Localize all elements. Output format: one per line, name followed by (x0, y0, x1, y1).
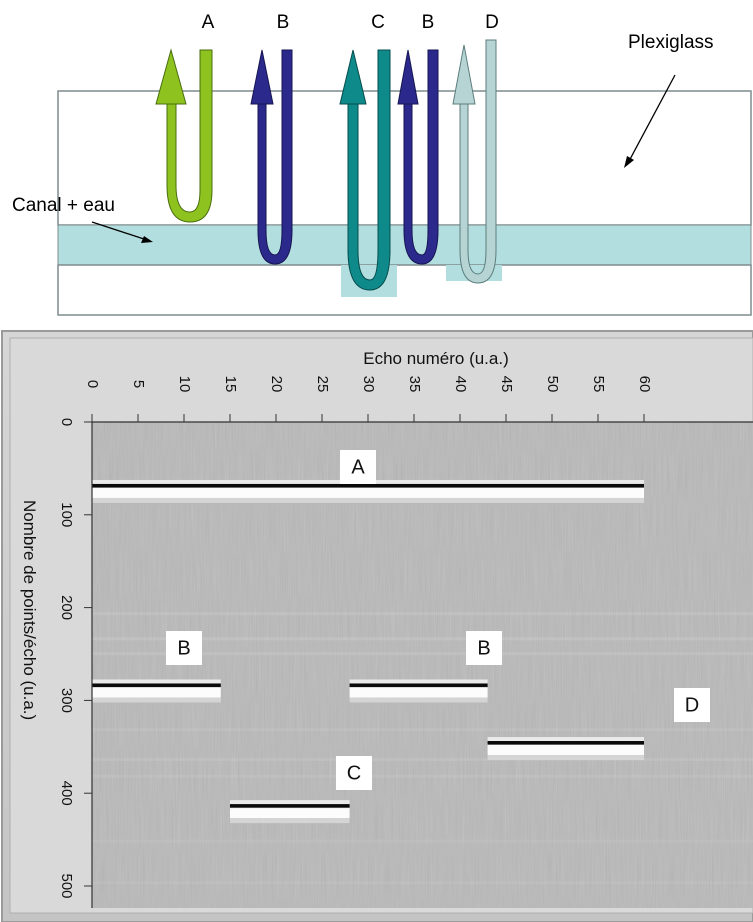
faint-band (92, 612, 753, 616)
echo-line-b (349, 679, 488, 703)
canal-label: Canal + eau (12, 195, 115, 216)
svg-text:B: B (177, 637, 190, 659)
faint-band (92, 652, 753, 656)
faint-band (92, 637, 753, 641)
x-ticks: 0 5 10 15 20 25 30 35 40 45 50 55 60 (84, 376, 653, 422)
y-tick-label: 200 (58, 595, 75, 620)
faint-band (92, 839, 753, 843)
echo-path-b-2 (397, 49, 439, 265)
y-ticks: 0 100 200 300 400 500 (58, 418, 92, 899)
faint-band (92, 757, 753, 761)
x-tick-label: 20 (268, 376, 285, 393)
x-tick-label: 50 (544, 376, 561, 393)
y-tick-label: 500 (58, 873, 75, 898)
schematic: A B C B D Plexiglass Canal + eau (12, 12, 752, 316)
echo-plot: Echo numéro (u.a.) Nombre de points/écho… (1, 330, 753, 922)
x-tick-label: 40 (452, 376, 469, 393)
annotation-label: B (166, 631, 202, 665)
canal-arrow (91, 221, 153, 243)
plot-texture (92, 422, 753, 908)
echo-label-b-1: B (277, 12, 290, 33)
echo-path-b-1 (250, 49, 293, 265)
annotation-label: C (336, 756, 372, 790)
echo-path-a (155, 48, 213, 223)
annotation-label: B (466, 631, 502, 665)
svg-text:D: D (685, 694, 699, 716)
plexiglass-label: Plexiglass (628, 32, 714, 53)
echo-label-a: A (202, 12, 215, 33)
bottom-plexiglass (57, 264, 752, 316)
x-tick-label: 15 (222, 376, 239, 393)
echo-line-d (487, 737, 644, 761)
y-tick-label: 100 (58, 502, 75, 527)
annotation-label: D (674, 688, 710, 722)
x-tick-label: 0 (84, 380, 101, 388)
svg-text:B: B (477, 637, 490, 659)
echo-line-b (92, 679, 221, 703)
echo-line-c (230, 800, 350, 824)
x-tick-label: 30 (360, 376, 377, 393)
x-tick-label: 60 (636, 376, 653, 393)
x-tick-label: 45 (498, 376, 515, 393)
x-tick-label: 35 (406, 376, 423, 393)
echo-label-c: C (371, 12, 385, 33)
x-tick-label: 10 (176, 376, 193, 393)
x-tick-label: 5 (130, 380, 147, 388)
annotations: A B B C D (166, 450, 710, 790)
faint-band (92, 774, 753, 778)
echo-path-c (339, 49, 391, 291)
echo-label-b-2: B (422, 12, 435, 33)
x-tick-label: 55 (590, 376, 607, 393)
echo-label-d: D (485, 12, 499, 33)
y-tick-label: 300 (58, 688, 75, 713)
faint-band (92, 728, 753, 732)
echo-path-d (452, 39, 497, 284)
svg-text:C: C (347, 762, 361, 784)
y-tick-label: 0 (58, 418, 75, 426)
svg-text:A: A (351, 456, 365, 478)
x-tick-label: 25 (314, 376, 331, 393)
annotation-label: A (340, 450, 376, 484)
plexiglass-arrow (624, 74, 676, 168)
faint-bands (92, 612, 753, 885)
y-tick-label: 400 (58, 781, 75, 806)
plot-title: Echo numéro (u.a.) (363, 349, 509, 368)
faint-band (92, 881, 753, 885)
y-axis-label: Nombre de points/écho (u.a.) (20, 500, 39, 720)
